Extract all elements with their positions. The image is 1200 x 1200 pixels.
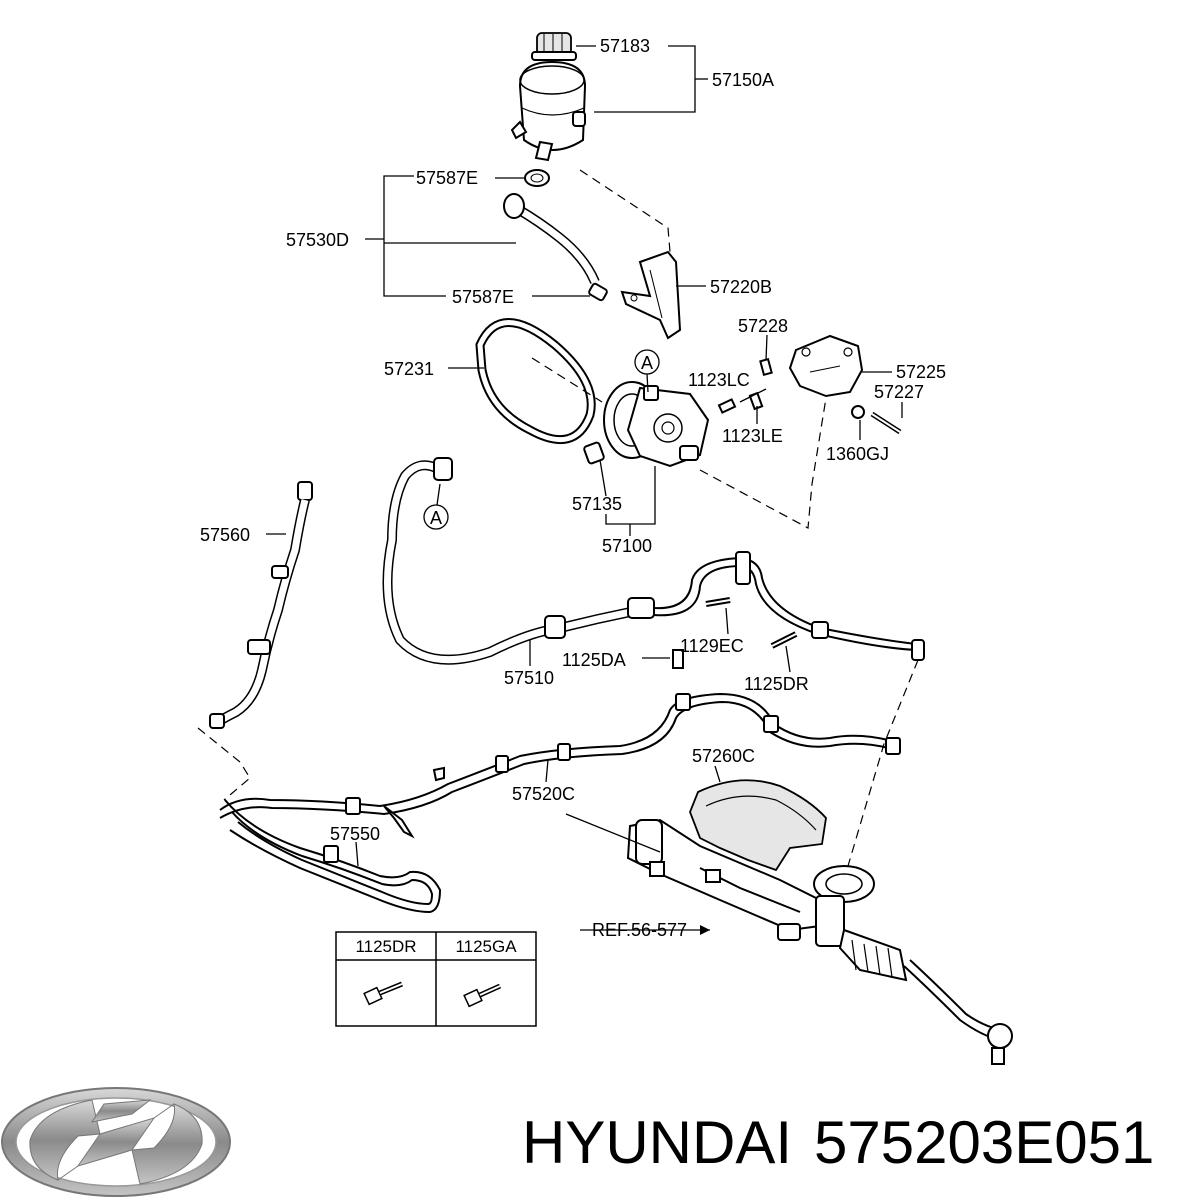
- bolt-1129ec: [705, 597, 731, 607]
- label-57550: 57550: [330, 824, 380, 844]
- bolt-1125dr-icon: [363, 981, 403, 1006]
- label-57587e-top: 57587E: [416, 168, 478, 188]
- label-57560: 57560: [200, 525, 250, 545]
- bracket-57220b: [620, 250, 682, 340]
- label-57520c: 57520C: [512, 784, 575, 804]
- steering-gear: [626, 818, 1013, 1065]
- label-57227: 57227: [874, 382, 924, 402]
- return-hose-57560: [209, 481, 313, 729]
- brand-caption: HYUNDAI 575203E051: [522, 1108, 1176, 1178]
- label-57225: 57225: [896, 362, 946, 382]
- pump-bracket-57225: [788, 334, 864, 398]
- bolt-1123le: [748, 391, 764, 411]
- label-57220b: 57220B: [710, 277, 772, 297]
- table-header-1125ga: 1125GA: [455, 937, 517, 956]
- label-57510: 57510: [504, 668, 554, 688]
- reservoir-cap: [531, 32, 577, 61]
- label-57228: 57228: [738, 316, 788, 336]
- bolt-1125dr: [770, 631, 798, 649]
- label-1129ec: 1129EC: [680, 636, 744, 656]
- pressure-hose-57510: [382, 457, 925, 665]
- suction-hose-57530d: [503, 193, 600, 285]
- marker-a-bottom: A: [423, 483, 449, 530]
- brand-name: HYUNDAI: [522, 1109, 793, 1176]
- bolt-1123lc: [717, 398, 737, 414]
- heat-shield-57260c: [689, 779, 827, 872]
- label-57587e-bottom: 57587E: [452, 287, 514, 307]
- label-57100: 57100: [602, 536, 652, 556]
- return-line-57520c: [219, 692, 901, 839]
- pump-57100: [603, 381, 710, 468]
- label-1360gj: 1360GJ: [826, 444, 889, 464]
- bolt-57228: [759, 357, 773, 377]
- label-1123le: 1123LE: [722, 426, 783, 446]
- part-number: 575203E051: [814, 1109, 1155, 1176]
- part-labels: 57183 57150A 57587E 57530D 57587E 57220B…: [200, 36, 946, 940]
- label-1123lc: 1123LC: [688, 370, 750, 390]
- marker-a-top-label: A: [641, 353, 653, 373]
- nut-1360gj: [851, 405, 865, 419]
- cooler-tube-57550: [224, 799, 442, 914]
- connector-57135: [583, 441, 605, 465]
- drive-belt-57231: [475, 318, 596, 445]
- label-57260c: 57260C: [692, 746, 755, 766]
- label-57530d: 57530D: [286, 230, 349, 250]
- reservoir-tank: [510, 60, 587, 162]
- bolt-1125da: [672, 649, 684, 669]
- label-1125da: 1125DA: [562, 650, 626, 670]
- table-header-1125dr: 1125DR: [355, 937, 416, 956]
- bolt-57227: [870, 411, 902, 435]
- label-ref-56-577: REF.56-577: [592, 920, 687, 940]
- marker-a-bottom-label: A: [430, 508, 442, 528]
- marker-a-top: A: [634, 349, 660, 393]
- dashed-connectors: [197, 169, 919, 867]
- label-1125dr: 1125DR: [744, 674, 809, 694]
- clamp-57587e-top: [524, 169, 550, 187]
- label-57183: 57183: [600, 36, 650, 56]
- label-57150a: 57150A: [712, 70, 774, 90]
- hyundai-logo: [1, 1087, 231, 1197]
- leader-lines: [266, 45, 903, 931]
- clamp-57587e-bottom: [588, 282, 608, 302]
- bolt-1125ga-icon: [463, 983, 502, 1008]
- ref-arrowhead: [700, 925, 710, 935]
- fastener-table: 1125DR 1125GA: [335, 931, 537, 1027]
- label-57231: 57231: [384, 359, 434, 379]
- label-57135: 57135: [572, 494, 622, 514]
